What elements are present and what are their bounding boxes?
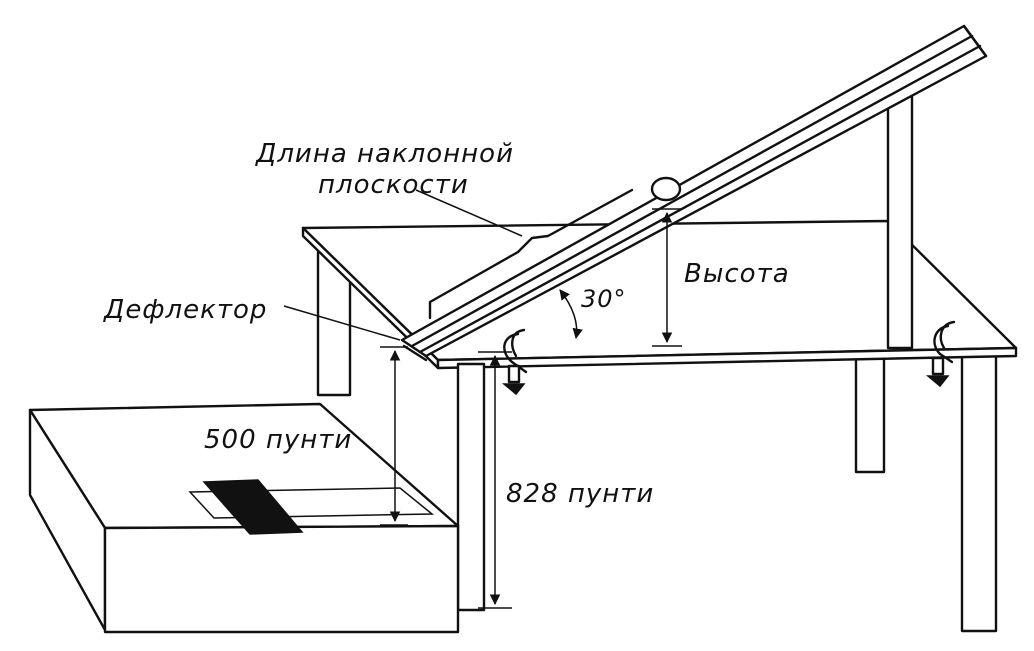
deflector-label: Дефлектор <box>103 295 267 325</box>
length-label-line1: Длина наклонной <box>255 139 514 169</box>
target-box <box>28 402 460 634</box>
leader-lines <box>283 189 523 341</box>
table-front-right-leg <box>960 352 998 633</box>
length-leader <box>415 189 523 237</box>
table-back-right-leg <box>854 338 886 474</box>
angle-label: 30° <box>581 285 627 313</box>
inclined-ramp <box>400 24 988 362</box>
length-bracket <box>428 188 634 320</box>
long-distance-label: 828 пунти <box>506 479 654 509</box>
short-distance-label: 500 пунти <box>204 425 352 455</box>
length-label-line2: плоскости <box>318 170 469 200</box>
angle-arc <box>559 289 583 340</box>
table-front-left-leg <box>456 362 486 612</box>
height-dimension <box>652 208 682 347</box>
target-slot <box>188 479 435 535</box>
marked-strip <box>202 479 304 535</box>
height-label: Высота <box>684 259 790 289</box>
long-distance-dimension <box>478 351 512 609</box>
ramp-support-post <box>886 90 914 350</box>
short-distance-dimension <box>380 346 408 526</box>
ball <box>650 176 682 202</box>
clamp-left <box>501 328 528 396</box>
clamp-right <box>925 320 956 388</box>
deflector-leader <box>283 305 401 341</box>
